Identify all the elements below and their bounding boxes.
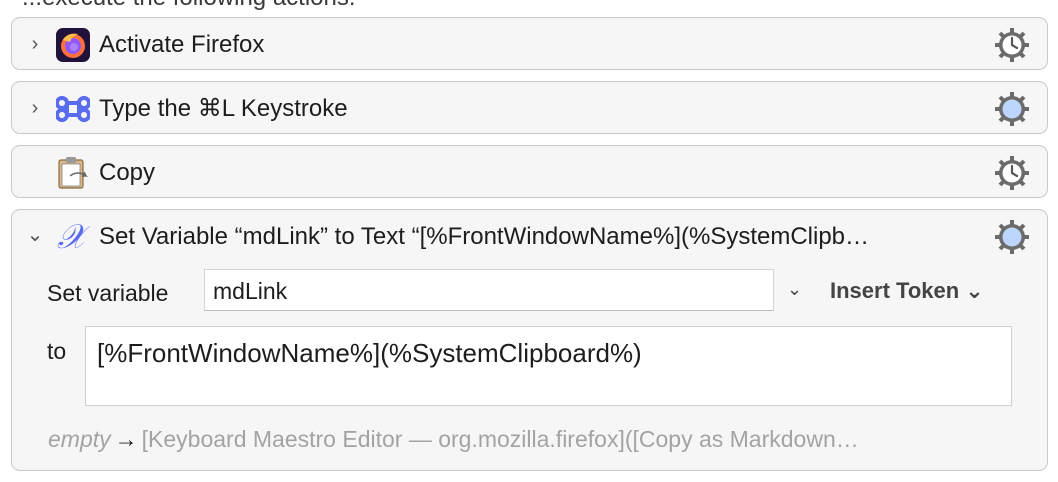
variable-text-field[interactable]: [%FrontWindowName%](%SystemClipboard%) <box>85 326 1012 406</box>
set-variable-label: Set variable <box>47 280 169 306</box>
gear-clock-icon[interactable] <box>993 26 1031 64</box>
variable-preview: empty→[Keyboard Maestro Editor — org.moz… <box>48 426 859 453</box>
variable-dropdown-chevron-icon[interactable]: ⌄ <box>787 279 803 299</box>
svg-text:𝒳: 𝒳 <box>57 220 90 254</box>
disclosure-chevron-down-icon[interactable]: ⌄ <box>26 224 44 246</box>
to-label: to <box>47 338 67 364</box>
insert-token-label: Insert Token <box>830 278 960 303</box>
gear-blue-icon[interactable] <box>993 90 1031 128</box>
command-key-icon <box>56 96 90 122</box>
preview-empty-label: empty <box>48 426 111 452</box>
action-title: Set Variable “mdLink” to Text “[%FrontWi… <box>99 223 870 250</box>
clipboard-icon <box>58 157 89 189</box>
action-type-keystroke[interactable]: › Type the ⌘L Keystroke <box>11 81 1048 134</box>
action-activate-firefox[interactable]: › Activate Firefox <box>11 17 1048 70</box>
action-title: Copy <box>99 159 156 186</box>
section-header-partial: ...execute the following actions: <box>22 0 356 12</box>
preview-arrow: → <box>114 426 138 452</box>
preview-text: [Keyboard Maestro Editor — org.mozilla.f… <box>141 426 859 452</box>
variable-x-icon: 𝒳 <box>57 220 90 254</box>
disclosure-chevron-right-icon[interactable]: › <box>31 97 39 119</box>
action-title: Activate Firefox <box>99 31 265 58</box>
action-title: Type the ⌘L Keystroke <box>99 95 348 122</box>
variable-name-field[interactable]: mdLink <box>204 269 774 311</box>
disclosure-chevron-right-icon[interactable]: › <box>31 33 39 55</box>
firefox-icon <box>56 28 90 62</box>
action-copy[interactable]: Copy <box>11 145 1048 198</box>
gear-clock-icon[interactable] <box>993 154 1031 192</box>
gear-blue-icon[interactable] <box>993 218 1031 256</box>
action-set-variable[interactable]: ⌄ 𝒳 Set Variable “mdLink” to Text “[%Fro… <box>11 209 1048 471</box>
insert-token-button[interactable]: Insert Token ⌄ <box>830 278 984 303</box>
